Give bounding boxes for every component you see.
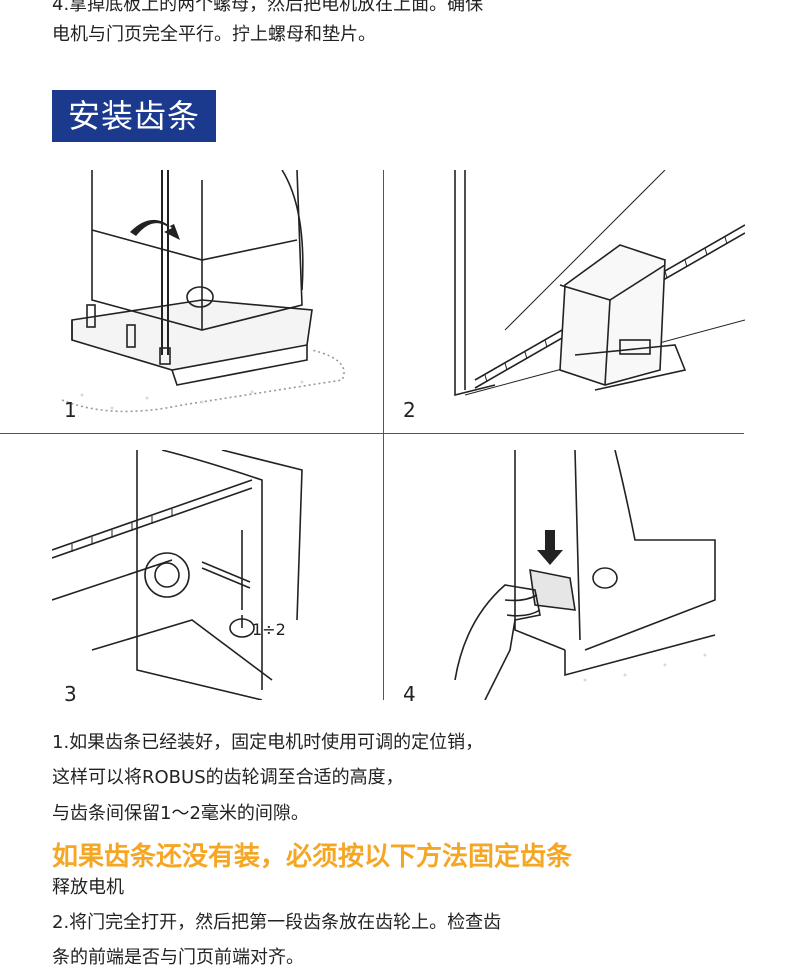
panel-divider-horizontal	[0, 433, 744, 434]
gate-rack-illustration	[454, 170, 745, 397]
motor-base-illustration	[61, 170, 345, 413]
section-heading: 安装齿条	[52, 90, 216, 142]
gap-measurement-label: 1÷2	[252, 620, 286, 639]
illustration-panel-2: 2	[395, 170, 745, 430]
panel-divider-vertical	[383, 170, 384, 700]
after-line-1: 释放电机	[52, 877, 124, 898]
gear-gap-illustration	[52, 450, 303, 700]
after-line-2: 2.将门完全打开，然后把第一段齿条放在齿轮上。检查齿	[52, 912, 502, 933]
ground-texture	[583, 653, 707, 682]
ground-texture	[80, 380, 304, 410]
panel-4-label: 4	[403, 682, 416, 706]
step-line-3: 与齿条间保留1～2毫米的间隙。	[52, 803, 309, 824]
step-line-1: 1.如果齿条已经装好，固定电机时使用可调的定位销，	[52, 732, 484, 753]
intro-line-2: 电机与门页完全平行。拧上螺母和垫片。	[52, 24, 376, 45]
down-arrow-icon	[537, 530, 563, 565]
highlight-heading: 如果齿条还没有装，必须按以下方法固定齿条	[52, 842, 573, 872]
panel-3-label: 3	[64, 682, 77, 706]
illustration-panel-1: 1	[52, 170, 372, 430]
illustration-panel-4: 4	[395, 450, 735, 706]
panel-1-label: 1	[64, 398, 77, 422]
intro-line-1: 4.拿掉底板上的两个螺母，然后把电机放在上面。确保	[52, 0, 484, 15]
after-line-3: 条的前端是否与门页前端对齐。	[52, 947, 304, 968]
rack-teeth	[484, 236, 728, 383]
step-line-2: 这样可以将ROBUS的齿轮调至合适的高度，	[52, 767, 404, 788]
illustration-panel-3: 1÷2 3	[52, 450, 372, 706]
rack-teeth	[71, 509, 173, 552]
hand-block-illustration	[454, 450, 716, 700]
rotate-arrow-icon	[130, 219, 180, 240]
panel-2-label: 2	[403, 398, 416, 422]
